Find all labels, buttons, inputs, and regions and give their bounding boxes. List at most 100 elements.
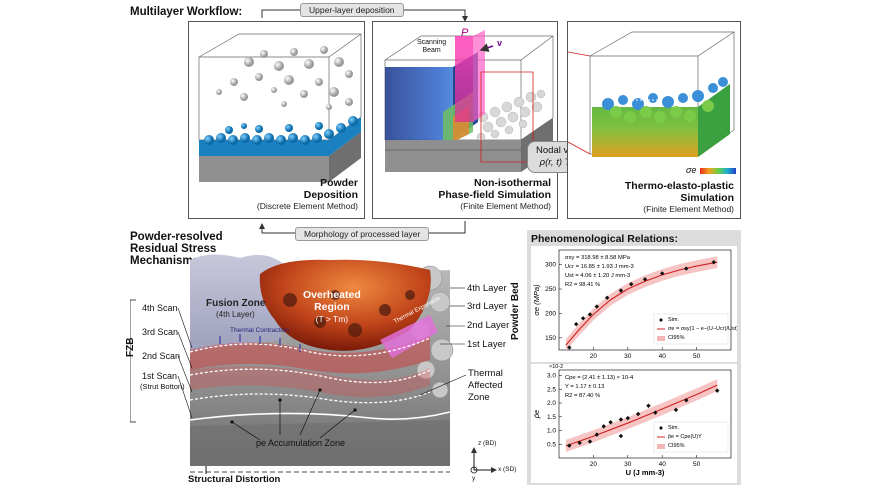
scan-2-label: 2nd Scan xyxy=(142,351,181,361)
mechanism-render xyxy=(130,254,497,474)
phenomenological-heading: Phenomenological Relations: xyxy=(531,233,679,245)
ci-band xyxy=(565,379,718,452)
thermo-elasto-plastic-panel: T σe Thermo-elasto-plastic Simulation (F… xyxy=(567,21,741,219)
layer-1-label: 1st Layer xyxy=(467,339,507,350)
annotation: σsy = 318.98 ± 8.58 MPa xyxy=(565,255,631,261)
legend-entry: Sim. xyxy=(668,425,679,431)
legend-marker-ci xyxy=(657,336,665,341)
fit-line xyxy=(565,384,718,447)
data-point xyxy=(567,443,572,448)
legend-box xyxy=(653,421,729,453)
data-point xyxy=(642,277,648,282)
phase-subtitle: (Finite Element Method) xyxy=(460,201,551,211)
y-tick-label: 3.0 xyxy=(547,373,556,380)
thermo-render xyxy=(567,31,736,174)
residual-heading-line2: Residual Stress xyxy=(130,243,217,255)
layer-4-label: 4th Layer xyxy=(467,283,507,294)
x-tick-label: 20 xyxy=(590,353,598,360)
x-tick-label: 50 xyxy=(693,461,701,468)
annotation: R2 = 87.40 % xyxy=(565,393,600,399)
annotation: Ucr = 16.85 ± 1.93 J mm-3 xyxy=(565,264,634,270)
y-tick-label: 250 xyxy=(545,286,556,293)
powder-title-1: Powder xyxy=(320,177,358,189)
phase-title-2: Phase-field Simulation xyxy=(438,189,551,201)
data-point xyxy=(629,281,634,287)
legend-box xyxy=(653,313,729,345)
x-tick-label: 30 xyxy=(624,353,632,360)
y-tick-label: 2.5 xyxy=(547,386,556,393)
layer-3-label: 3rd Layer xyxy=(467,301,508,312)
taz-line3: Zone xyxy=(468,392,490,403)
scanning-beam-label: Scanning Beam xyxy=(417,39,446,55)
strut-bottom-label: (Strut Botton) xyxy=(140,382,185,391)
phase-field-panel: P Scanning Beam v Non-isothermal Phase-f… xyxy=(372,21,558,219)
sigma-chart: 150 200 250 300 20 30 40 50 σsy = 318.98 ± 8.58 … xyxy=(531,246,738,362)
axis-x-label: x (SD) xyxy=(498,466,517,473)
overheated-line2: Region xyxy=(314,301,350,313)
thermal-contraction-label: Thermal Contraction xyxy=(230,327,289,334)
legend-marker-ci xyxy=(657,444,665,449)
x-tick-label: 30 xyxy=(624,461,632,468)
legend-entry: σe = σsy(1 − e−(U−Ucr)/Ust) xyxy=(668,326,737,332)
powder-subtitle: (Discrete Element Method) xyxy=(256,201,358,211)
legend-entry: CI95% xyxy=(668,335,685,341)
nodal-values-line2: ρ(r, t) T(r, t) xyxy=(539,157,588,168)
powder-title-2: Deposition xyxy=(303,189,358,201)
axis-y-label: y xyxy=(472,475,476,482)
y-axis-label: p̄e xyxy=(532,410,541,419)
fusion-zone-label: Fusion Zone xyxy=(206,298,266,309)
y-tick-label: 300 xyxy=(545,262,556,269)
legend-entry: Sim. xyxy=(668,317,679,323)
x-tick-label: 40 xyxy=(659,353,667,360)
scanning-beam-line1: Scanning xyxy=(417,39,447,46)
sigma-chart-svg: 150 200 250 300 20 30 40 50 σsy = 318.98 ± 8.58 … xyxy=(532,249,738,360)
velocity-label: v xyxy=(497,38,503,48)
x-tick-label: 40 xyxy=(659,461,667,468)
powder-deposition-panel: Powder Deposition (Discrete Element Meth… xyxy=(188,21,365,219)
x-tick-label: 50 xyxy=(693,353,701,360)
residual-heading-line3: Mechanism: xyxy=(130,255,197,267)
powder-deposition-render xyxy=(198,33,362,182)
y-tick-label: 150 xyxy=(545,335,556,342)
fusion-zone-sub: (4th Layer) xyxy=(216,310,255,319)
sigma-colorbar-label: σe xyxy=(686,165,697,175)
residual-heading-line1: Powder-resolved xyxy=(130,231,223,243)
powder-bed-label: Powder Bed xyxy=(510,282,521,340)
ci-band xyxy=(565,256,718,351)
data-point xyxy=(577,440,582,446)
y-axis-label: σe (MPa) xyxy=(532,284,541,316)
taz-line2: Affected xyxy=(468,380,503,391)
legend-entry: p̄e = Cpe(U)Y xyxy=(668,434,702,440)
data-point xyxy=(635,411,641,417)
phase-title-1: Non-isothermal xyxy=(473,177,551,189)
scan-1-label: 1st Scan xyxy=(142,371,178,381)
y-tick-label: 0.5 xyxy=(547,441,556,448)
x-axis-label: U (J mm-3) xyxy=(626,468,665,477)
y-tick-label: 2.0 xyxy=(547,400,556,407)
fit-line xyxy=(565,261,718,346)
data-point xyxy=(684,266,689,271)
thermal-affected-zone-label: Thermal Affected Zone xyxy=(468,368,503,404)
data-point xyxy=(567,345,572,350)
thermo-subtitle: (Finite Element Method) xyxy=(643,204,734,214)
thermo-title-1: Thermo-elasto-plastic xyxy=(624,180,734,192)
data-point xyxy=(715,388,720,393)
data-point xyxy=(653,410,658,415)
pe-accumulation-label: pe Accumulation Zone xyxy=(256,438,346,448)
overheated-line3: (T > Tm) xyxy=(315,314,349,324)
y-tick-label: 200 xyxy=(545,310,556,317)
axis-z-label: z (BD) xyxy=(478,440,497,447)
y-tick-label: 1.0 xyxy=(547,428,556,435)
y-tick-label: 1.5 xyxy=(547,414,556,421)
layer-2-label: 2nd Layer xyxy=(467,320,510,331)
fzb-label: FZB xyxy=(125,337,136,357)
overheated-region-label: Overheated Region (T > Tm) xyxy=(303,289,361,325)
scan-4-label: 4th Scan xyxy=(142,303,178,313)
annotation: R2 = 98.41 % xyxy=(565,282,600,288)
annotation: Cpe = (2.41 ± 1.13) × 10-4 xyxy=(565,375,634,381)
annotation: Ust = 4.06 ± 1.20 J mm-3 xyxy=(565,273,630,279)
residual-heading: Powder-resolved Residual Stress Mechanis… xyxy=(130,231,223,267)
thermo-title-2: Simulation xyxy=(680,192,734,204)
